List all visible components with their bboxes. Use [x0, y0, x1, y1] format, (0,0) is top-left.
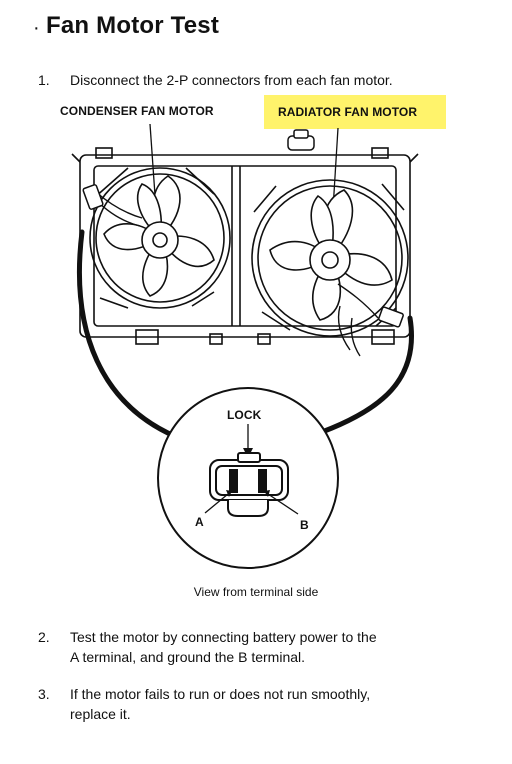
condenser-fan-connector: [82, 184, 104, 210]
radiator-fan-connector: [378, 306, 404, 328]
terminal-a-pin: [229, 469, 238, 493]
step-2: 2. Test the motor by connecting battery …: [38, 627, 478, 671]
step-text-line-2: A terminal, and ground the B terminal.: [70, 649, 306, 665]
diagram-caption: View from terminal side: [193, 585, 319, 599]
title-bullet: ·: [33, 17, 40, 39]
fan-wiring: [95, 191, 379, 357]
terminal-b-pin: [258, 469, 267, 493]
terminal-b-arrow-head: [264, 490, 270, 497]
step-number: 2.: [38, 629, 50, 645]
condenser-fan: [89, 167, 231, 309]
radiator-fan: [251, 179, 409, 337]
lock-label: LOCK: [227, 408, 262, 422]
step-text-line-2: replace it.: [70, 706, 131, 722]
terminal-a-arrow-head: [226, 490, 232, 497]
step-1: 1. Disconnect the 2-P connectors from ea…: [38, 70, 478, 92]
step-text-line-1: Test the motor by connecting battery pow…: [70, 629, 377, 645]
condenser-fan-motor-label: CONDENSER FAN MOTOR: [60, 104, 214, 118]
page-title: Fan Motor Test: [46, 12, 220, 39]
radiator-fan-motor-label: RADIATOR FAN MOTOR: [264, 95, 446, 129]
radiator-cap: [287, 129, 315, 151]
callout-line-right: [319, 315, 414, 435]
step-text-line-1: If the motor fails to run or does not ru…: [70, 686, 371, 702]
terminal-b-arrow: [267, 493, 299, 515]
terminal-a-arrow: [204, 493, 229, 514]
callout-line-left: [77, 229, 187, 443]
step-number: 3.: [38, 686, 50, 702]
step-text: Disconnect the 2-P connectors from each …: [70, 72, 393, 88]
terminal-a-label: A: [195, 515, 204, 529]
step-3: 3. If the motor fails to run or does not…: [38, 684, 478, 728]
step-number: 1.: [38, 72, 50, 88]
terminal-b-label: B: [300, 518, 309, 532]
